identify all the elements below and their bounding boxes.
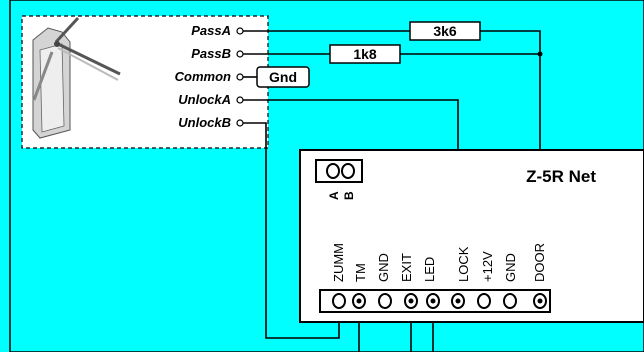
terminal-gnd-1 (378, 293, 392, 309)
resistor-3k6 (409, 21, 481, 41)
ab-connector (315, 159, 363, 183)
diagram-frame (9, 0, 644, 352)
ground-box (256, 66, 310, 88)
ab-label-a: A (327, 191, 341, 200)
terminal-label-zumm: ZUMM (331, 243, 346, 282)
ground-label: Gnd (269, 69, 297, 85)
pin-label-unlock-a: UnlockA (178, 92, 231, 107)
controller-title: Z-5R Net (526, 167, 596, 186)
pin-label-unlock-b: UnlockB (178, 115, 231, 130)
terminal-12v (477, 293, 491, 309)
terminal-junctions (356, 298, 543, 304)
terminal-label-12v: +12V (480, 251, 495, 282)
pin-label-common: Common (175, 69, 231, 84)
terminal-label-door: DOOR (532, 243, 547, 282)
terminal-label-lock: LOCK (456, 246, 471, 282)
resistor-3k6-label: 3k6 (433, 23, 457, 39)
turnstile-icon (32, 16, 121, 139)
ab-label-b: B (342, 191, 356, 200)
resistor-1k8 (329, 44, 401, 64)
pin-label-pass-a: PassA (191, 23, 231, 38)
terminal-label-gnd-1: GND (376, 253, 391, 282)
terminal-label-led: LED (422, 257, 437, 282)
terminal-label-tm: TM (353, 263, 368, 282)
terminal-gnd-2 (503, 293, 517, 309)
resistor-1k8-label: 1k8 (353, 46, 377, 62)
terminal-zumm (332, 293, 346, 309)
pin-label-pass-b: PassB (191, 46, 231, 61)
terminal-label-exit: EXIT (399, 253, 414, 282)
terminal-label-gnd-2: GND (503, 253, 518, 282)
pin-terminals (236, 27, 244, 127)
